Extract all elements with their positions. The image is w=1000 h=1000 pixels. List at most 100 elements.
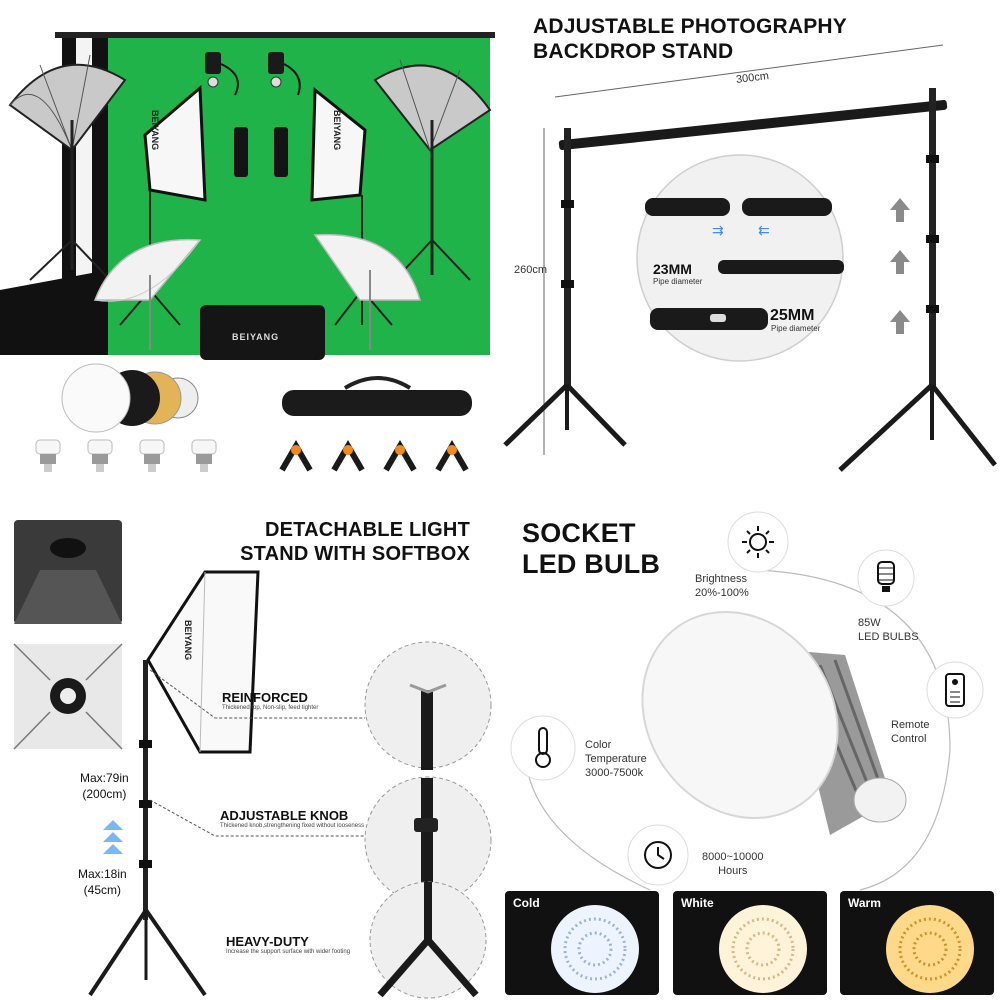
crossbar	[55, 32, 495, 38]
led-bulb-panel: SOCKET LED BULB	[500, 500, 1000, 1000]
power-feature: 85W LED BULBS	[858, 616, 919, 644]
power-line1: 85W	[858, 617, 881, 629]
detail-circle-middle	[364, 776, 492, 904]
bulb-title: SOCKET LED BULB	[522, 518, 660, 580]
kit-panel: BEIYANG BEIYANG BEIYANG	[0, 0, 500, 500]
arrow-right-icon: ⇉	[712, 223, 724, 239]
white-umbrella-left	[93, 238, 202, 350]
pipe-large-sub: Pipe diameter	[771, 324, 821, 333]
min-height-line2: (45cm)	[83, 883, 122, 897]
feature-adjustable-knob: ADJUSTABLE KNOB Thickened knob,strengthe…	[220, 808, 370, 829]
pipe-23mm	[718, 260, 844, 274]
spring-clamps	[279, 440, 469, 472]
white-umbrella-right	[313, 233, 421, 350]
light-stand-title: DETACHABLE LIGHT STAND WITH SOFTBOX	[230, 518, 470, 566]
feature-title: ADJUSTABLE KNOB	[220, 808, 349, 823]
min-height: Max:18in (45cm)	[78, 866, 127, 898]
remote-line2: Control	[891, 733, 927, 745]
white-mode-swatch: White	[673, 891, 827, 995]
stand-title-line1: ADJUSTABLE PHOTOGRAPHY	[533, 15, 847, 38]
pipe-segment-b	[742, 198, 832, 216]
bag-brand: BEIYANG	[232, 332, 280, 342]
up-arrows-icon	[890, 198, 910, 334]
light-stand-panel: DETACHABLE LIGHT STAND WITH SOFTBOX	[0, 500, 500, 1000]
detail-circle-top	[364, 641, 492, 770]
thermometer-icon	[510, 715, 576, 781]
softbox	[146, 570, 260, 754]
kit-illustration	[0, 32, 495, 472]
temp-line2: Temperature	[585, 753, 647, 765]
carry-bag	[200, 305, 325, 360]
life-line2: Hours	[718, 865, 748, 877]
stand-crossbar	[558, 99, 948, 151]
stand-right-pole	[838, 88, 997, 472]
temp-line3: 3000-7500k	[585, 767, 644, 779]
height-label: 260cm	[514, 264, 548, 276]
max-height-line2: (200cm)	[82, 787, 127, 801]
silver-umbrella-left	[8, 54, 127, 281]
arrow-left-icon: ⇇	[758, 223, 770, 239]
pipe-segment-a	[645, 198, 730, 216]
max-height-line1: Max:79in	[80, 771, 129, 785]
softbox-brand-left: BEIYANG	[150, 110, 160, 151]
white-label: White	[681, 896, 714, 910]
brightness-line2: 20%-100%	[695, 587, 749, 599]
light-stand-title-line1: DETACHABLE LIGHT	[264, 519, 470, 541]
brightness-line1: Brightness	[695, 573, 747, 585]
feature-desc: Thickened knob,strengthening fixed witho…	[220, 823, 365, 829]
stand-title-line2: BACKDROP STAND	[533, 40, 734, 63]
spiral-bulb-icon	[857, 549, 915, 607]
light-sockets	[205, 52, 301, 96]
max-height: Max:79in (200cm)	[80, 770, 129, 802]
backdrop-stand-panel: ADJUSTABLE PHOTOGRAPHY BACKDROP STAND	[500, 0, 1000, 500]
pipe-large-label: 25MM	[770, 307, 815, 324]
remote-line1: Remote	[891, 719, 930, 731]
remote-1	[234, 127, 248, 177]
feature-title: REINFORCED	[222, 690, 308, 705]
stand-title: ADJUSTABLE PHOTOGRAPHY BACKDROP STAND	[533, 14, 847, 64]
softbox-brand: BEIYANG	[183, 620, 193, 661]
height-arrows-icon	[103, 820, 123, 854]
warm-mode-swatch: Warm	[840, 891, 994, 995]
bulb-illustration	[510, 511, 984, 891]
cold-mode-swatch: Cold	[505, 891, 659, 995]
remote-feature: Remote Control	[891, 718, 930, 746]
feature-reinforced: REINFORCED Thickened top, Non-slip, feed…	[222, 690, 372, 711]
light-stand-pole	[88, 660, 207, 997]
bulb-title-line1: SOCKET	[522, 518, 636, 548]
softbox-brand-right: BEIYANG	[332, 110, 342, 151]
light-stand-illustration	[13, 520, 492, 999]
pipe-small-label: 23MM	[653, 261, 692, 277]
brightness-feature: Brightness 20%-100%	[695, 572, 749, 600]
feature-heavy-duty: HEAVY-DUTY Increase the support surface …	[226, 934, 366, 955]
stand-left-pole	[503, 128, 627, 447]
stand-illustration: ⇉ ⇇	[503, 44, 997, 472]
pipe-small-sub: Pipe diameter	[653, 277, 703, 286]
silver-umbrella-right	[373, 59, 492, 281]
feature-desc: Thickened top, Non-slip, feed tighter	[222, 705, 319, 711]
warm-label: Warm	[848, 896, 881, 910]
feature-desc: Increase the support surface with wider …	[226, 949, 351, 955]
bulb-title-line2: LED BULB	[522, 549, 661, 579]
width-dimension-line	[554, 44, 944, 98]
feature-title: HEAVY-DUTY	[226, 934, 309, 949]
temp-line1: Color	[585, 739, 612, 751]
light-stand-title-line2: STAND WITH SOFTBOX	[240, 543, 470, 565]
led-bulbs	[35, 439, 217, 472]
remote-icon	[926, 661, 984, 719]
cold-label: Cold	[513, 896, 540, 910]
temperature-feature: Color Temperature 3000-7500k	[585, 738, 647, 780]
pipe-25mm	[650, 308, 768, 330]
clock-icon	[627, 824, 689, 886]
life-line1: 8000~10000	[702, 851, 764, 863]
sun-icon	[727, 511, 789, 573]
min-height-line1: Max:18in	[78, 867, 127, 881]
detail-circle-bottom	[369, 881, 487, 999]
lifetime-feature: 8000~10000 Hours	[702, 850, 763, 878]
led-bulb	[641, 610, 907, 835]
power-line2: LED BULBS	[858, 631, 919, 643]
remote-2	[274, 127, 288, 177]
softbox-right	[310, 86, 393, 326]
stand-carry-bag	[282, 376, 472, 416]
reflector-discs	[61, 363, 199, 433]
